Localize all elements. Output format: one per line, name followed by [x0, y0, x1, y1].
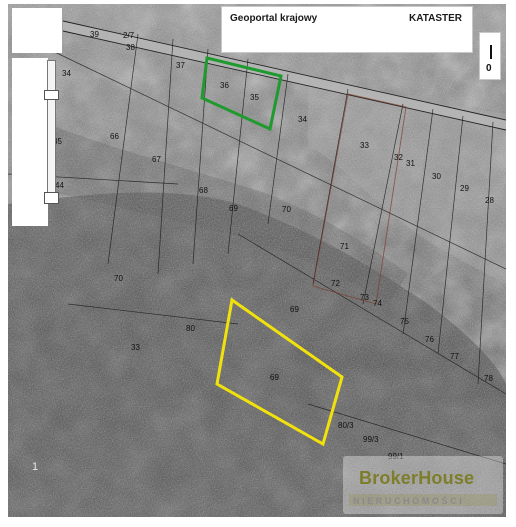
aerial-grain — [8, 4, 506, 517]
parcel-label: 37 — [176, 61, 185, 70]
parcel-label: 99/1 — [388, 452, 404, 461]
parcel-label: 80 — [186, 324, 195, 333]
parcel-label: 70 — [114, 274, 123, 283]
parcel-label: 68 — [199, 186, 208, 195]
watermark-logo: BrokerHouse NIERUCHOMOŚCI — [343, 456, 503, 514]
slider-bar-icon — [490, 45, 492, 59]
layer-label: KATASTER — [409, 13, 462, 24]
parcel-label: 35 — [53, 137, 62, 146]
road-edge-top — [62, 20, 506, 121]
parcel-label: 32 — [394, 153, 403, 162]
parcel-label: 74 — [373, 299, 382, 308]
parcel-label: 2/7 — [123, 31, 135, 40]
parcel-label: 72 — [331, 279, 340, 288]
parcel-label: 69 — [290, 305, 299, 314]
zoom-panel — [12, 58, 48, 226]
parcel-lines-red — [312, 93, 407, 305]
green-parcel-outline[interactable] — [200, 56, 283, 132]
watermark-name: BrokerHouse — [359, 468, 475, 488]
parcel-label: 70 — [282, 205, 291, 214]
parcel-label: 78 — [484, 374, 493, 383]
parcel-labels: 39 2/7 38 37 34 36 35 34 33 32 31 30 29 … — [53, 30, 494, 461]
map-header-panel: Geoportal krajowy KATASTER — [221, 6, 473, 53]
parcel-label: 35 — [250, 93, 259, 102]
parcel-label: 34 — [298, 115, 307, 124]
yellow-parcel-outline[interactable] — [215, 297, 344, 447]
parcel-label: 30 — [432, 172, 441, 181]
parcel-label: 29 — [460, 184, 469, 193]
zoom-slider-handle[interactable] — [44, 90, 59, 100]
parcel-label: 39 — [90, 30, 99, 39]
map-title: Geoportal krajowy — [230, 13, 318, 24]
parcel-label: 31 — [406, 159, 415, 168]
right-map-control[interactable]: 0 — [479, 32, 501, 80]
zoom-out-button[interactable] — [44, 192, 59, 204]
parcel-label: 80/3 — [338, 421, 354, 430]
parcel-label: 71 — [340, 242, 349, 251]
parcel-label: 77 — [450, 352, 459, 361]
parcel-label: 99/3 — [363, 435, 379, 444]
right-control-glyph: 0 — [486, 63, 492, 74]
map-control-box[interactable] — [12, 8, 62, 53]
parcel-label: 36 — [220, 81, 229, 90]
road — [63, 21, 506, 130]
parcel-label: 33 — [131, 343, 140, 352]
watermark-subtitle: NIERUCHOMOŚCI — [353, 496, 465, 506]
parcel-label: 75 — [400, 317, 409, 326]
parcel-label: 28 — [485, 196, 494, 205]
parcel-label: 66 — [110, 132, 119, 141]
parcel-label: 69 — [229, 204, 238, 213]
parcel-label: 38 — [126, 43, 135, 52]
parcel-label: 73 — [360, 293, 369, 302]
aerial-cadastral-map[interactable]: 39 2/7 38 37 34 36 35 34 33 32 31 30 29 … — [8, 4, 506, 517]
parcel-lines — [8, 33, 506, 465]
parcel-label: 69 — [270, 373, 279, 382]
parcel-label: 44 — [55, 181, 64, 190]
parcel-label: 33 — [360, 141, 369, 150]
zoom-slider-track[interactable] — [47, 60, 56, 202]
corner-number: 1 — [32, 461, 39, 473]
parcel-label: 76 — [425, 335, 434, 344]
parcel-label: 34 — [62, 69, 71, 78]
watermark-bar — [349, 494, 497, 506]
parcel-label: 67 — [152, 155, 161, 164]
